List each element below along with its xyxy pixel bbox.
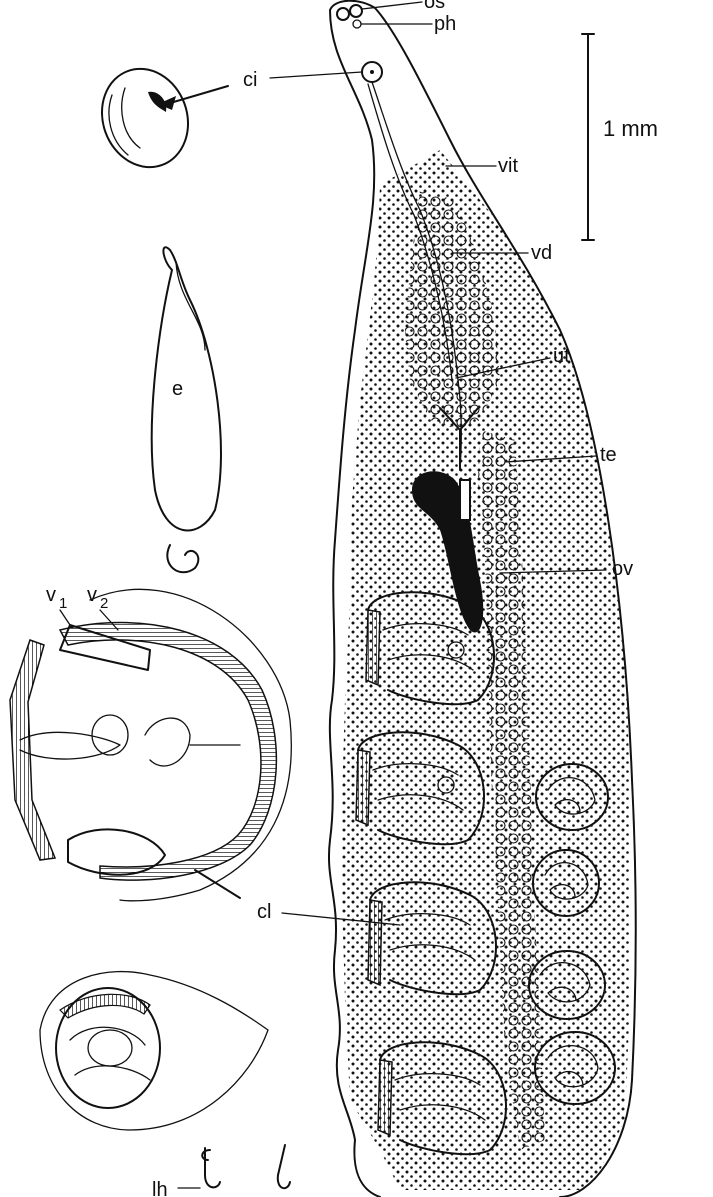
clamp-detail xyxy=(9,588,292,902)
vitellaria xyxy=(342,150,630,1190)
egg-4 xyxy=(534,1031,616,1105)
egg-3 xyxy=(528,950,606,1020)
vas-deferens xyxy=(371,81,462,471)
label-os: os xyxy=(424,0,445,13)
egg-detail xyxy=(150,246,222,574)
labels: os ph ci vit vd ut te ov e v 1 v 2 cl xyxy=(46,0,633,1197)
oral-sucker xyxy=(336,4,363,21)
egg-1 xyxy=(535,763,609,831)
label-lh: lh xyxy=(152,1179,168,1197)
scale-bar: 1 mm xyxy=(581,33,658,241)
label-ph: ph xyxy=(434,13,456,35)
cirrus-detail xyxy=(100,67,229,169)
testes xyxy=(478,430,545,1150)
label-v1-subscript: 1 xyxy=(59,595,67,612)
label-ov: ov xyxy=(612,558,633,580)
label-vit: vit xyxy=(498,155,518,177)
clamp-4 xyxy=(377,1041,507,1156)
larval-hooks xyxy=(201,1144,291,1190)
ovary xyxy=(412,471,484,633)
clamp-lateral-detail xyxy=(39,970,269,1131)
label-v2-subscript: 2 xyxy=(100,595,108,612)
label-v1: v xyxy=(46,584,56,606)
clamp-1 xyxy=(365,591,495,706)
clamp-3 xyxy=(367,881,497,996)
label-te: te xyxy=(600,444,617,466)
label-ci: ci xyxy=(243,69,257,91)
clamp-2 xyxy=(355,731,485,846)
label-v2: v xyxy=(87,584,97,606)
cirrus xyxy=(361,61,383,83)
label-cl: cl xyxy=(257,901,271,923)
label-vd: vd xyxy=(531,242,552,264)
uterus xyxy=(405,190,500,430)
egg-2 xyxy=(532,849,600,917)
label-e: e xyxy=(172,378,183,400)
worm-body xyxy=(328,0,637,1197)
scale-bar-label: 1 mm xyxy=(603,116,658,141)
pharynx xyxy=(352,19,362,29)
label-ut: ut xyxy=(553,345,570,367)
